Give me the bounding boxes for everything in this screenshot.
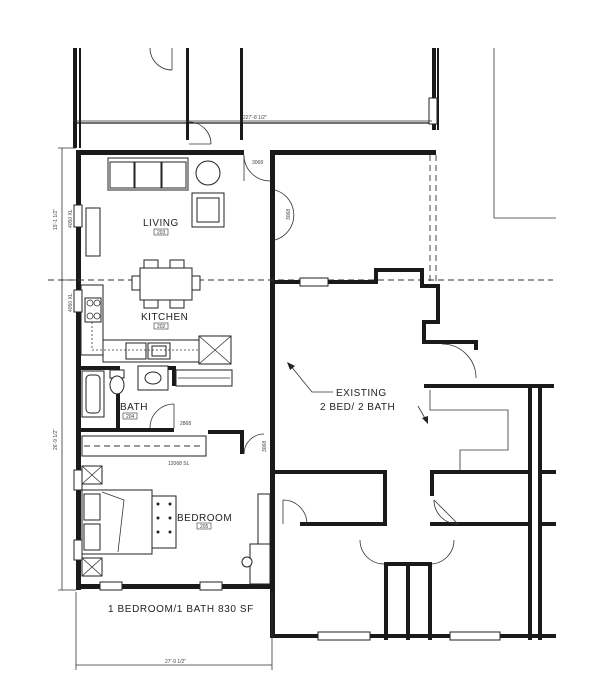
living-window-tag: 4050 XL <box>68 209 74 228</box>
svg-text:204: 204 <box>126 414 135 420</box>
existing-unit-walls <box>270 268 556 641</box>
svg-text:202: 202 <box>157 324 166 330</box>
unit-windows <box>73 204 223 591</box>
kitchen-counters <box>80 284 232 365</box>
dimension-top-label: 227'-8 1/2" <box>243 115 267 121</box>
svg-text:2868: 2868 <box>180 421 191 427</box>
upper-existing-building <box>73 47 556 219</box>
range <box>84 297 102 323</box>
bathroom-fixtures: 2868 <box>81 365 233 429</box>
svg-text:EXISTING: EXISTING <box>336 388 387 399</box>
existing-unit-annotation: EXISTING 2 BED/ 2 BATH <box>287 362 428 424</box>
unit-summary: 1 BEDROOM/1 BATH 830 SF <box>108 604 254 615</box>
svg-text:2 BED/ 2 BATH: 2 BED/ 2 BATH <box>320 402 395 413</box>
living-furniture <box>85 157 225 257</box>
side-table <box>195 160 221 186</box>
living-door: 3068 3068 <box>243 154 295 241</box>
svg-text:203: 203 <box>157 230 166 236</box>
bedroom-label: BEDROOM 205 <box>177 513 232 530</box>
bedroom-closet: 12068 SL <box>81 435 207 467</box>
svg-text:205: 205 <box>200 524 209 530</box>
dimension-top: 227'-8 1/2" <box>73 115 432 122</box>
toilet <box>109 375 125 395</box>
dimension-left-upper: 15'-1 1/2" <box>53 209 59 230</box>
bath-label: BATH 204 <box>120 402 148 420</box>
svg-text:3068: 3068 <box>262 441 268 452</box>
svg-text:27'-9 1/2": 27'-9 1/2" <box>165 659 186 665</box>
svg-text:3068: 3068 <box>252 160 263 166</box>
svg-text:KITCHEN: KITCHEN <box>141 312 188 323</box>
svg-text:LIVING: LIVING <box>143 218 179 229</box>
kitchen-label: KITCHEN 202 <box>141 312 188 330</box>
dimension-left: 15'-1 1/2" 26'-9 1/2" 4050 XL 4050 XL <box>53 147 76 591</box>
unit-outer-walls <box>76 150 436 590</box>
kitchen-window-tag: 4050 XL <box>68 293 74 312</box>
unit-summary-text: 1 BEDROOM/1 BATH 830 SF <box>108 604 254 615</box>
dresser <box>151 495 177 549</box>
svg-text:BATH: BATH <box>120 402 148 413</box>
living-room-label: LIVING 203 <box>143 218 179 236</box>
dining-table <box>131 259 201 309</box>
bedroom-furniture: 3068 <box>81 433 271 585</box>
svg-text:BEDROOM: BEDROOM <box>177 513 232 524</box>
dimension-left-lower: 26'-9 1/2" <box>53 429 59 450</box>
desk <box>257 493 271 545</box>
dimension-bottom: 27'-9 1/2" <box>75 592 273 670</box>
tv-console <box>85 207 101 257</box>
svg-text:3068: 3068 <box>286 209 292 220</box>
bath-sink <box>144 371 162 385</box>
svg-text:12068 SL: 12068 SL <box>168 461 190 467</box>
